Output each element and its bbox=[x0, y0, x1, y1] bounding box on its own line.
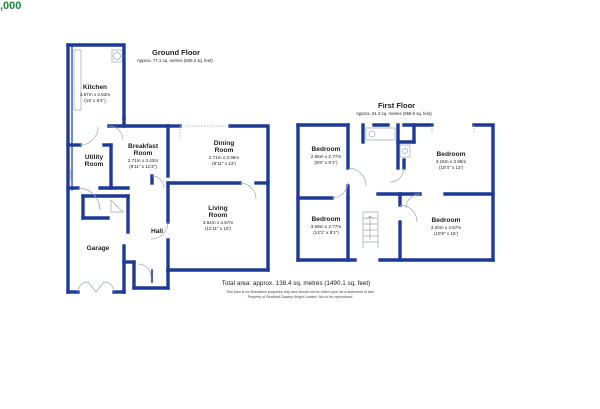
kitchen-label: Kitchen bbox=[83, 84, 107, 91]
bedroom-4-dims-metric: 3.20m x 4.57m bbox=[431, 225, 462, 230]
dining-label: Dining bbox=[214, 140, 235, 147]
bedroom-4-dims-imperial: (10'6" x 15') bbox=[434, 231, 459, 236]
disclaimer-line-1: This plan is for illustration purposes o… bbox=[226, 290, 374, 294]
ground-floor-title: Ground Floor bbox=[152, 48, 200, 57]
ground-floor-walls bbox=[66, 43, 270, 294]
bedroom-1-dims-imperial: (8'8" x 9'1") bbox=[314, 160, 338, 165]
breakfast-label: Breakfast bbox=[128, 143, 159, 150]
living-dims-metric: 3.64m x 4.57m bbox=[203, 220, 234, 225]
bedroom-2-label: Bedroom bbox=[437, 151, 466, 158]
utility-label: Utility bbox=[85, 154, 104, 161]
living-dims-imperial: (11'11" x 15') bbox=[205, 226, 231, 231]
dining-dims-metric: 2.71m x 3.96m bbox=[209, 155, 240, 160]
ground-floor-fixtures bbox=[69, 49, 257, 293]
breakfast-dims-metric: 2.71m x 3.43m bbox=[128, 158, 159, 163]
disclaimer-line-2: Property of Stratford-Dawley Knight Limi… bbox=[248, 295, 353, 299]
kitchen-dims-metric: 4.87m x 2.53m bbox=[80, 92, 111, 97]
utility-sub-label: Room bbox=[85, 161, 104, 168]
first-floor-fixtures bbox=[331, 125, 475, 248]
first-floor-title: First Floor bbox=[378, 101, 415, 110]
breakfast-sub-label: Room bbox=[134, 150, 153, 157]
bedroom-1-dims-metric: 2.65m x 2.77m bbox=[311, 154, 342, 159]
hall-label: Hall bbox=[151, 228, 163, 235]
total-area: Total area: approx. 138.4 sq. metres (14… bbox=[222, 280, 370, 287]
bedroom-3-dims-metric: 3.69m x 2.77m bbox=[311, 224, 342, 229]
garage-label: Garage bbox=[87, 245, 110, 252]
living-label: Living bbox=[208, 205, 227, 212]
breakfast-dims-imperial: (8'11" x 11'3") bbox=[129, 164, 157, 169]
dining-sub-label: Room bbox=[215, 147, 234, 154]
bedroom-2-dims-metric: 3.15m x 3.96m bbox=[436, 159, 467, 164]
bedroom-4-label: Bedroom bbox=[432, 217, 461, 224]
kitchen-dims-imperial: (16' x 8'4") bbox=[84, 98, 106, 103]
living-sub-label: Room bbox=[209, 212, 228, 219]
bedroom-3-dims-imperial: (12'1" x 9'1") bbox=[313, 230, 339, 235]
first-floor-walls bbox=[296, 123, 495, 262]
bedroom-1-label: Bedroom bbox=[312, 146, 341, 153]
dining-dims-imperial: (8'11" x 13') bbox=[212, 161, 236, 166]
ground-floor-area: Approx. 77.1 sq. metres (830.2 sq. feet) bbox=[137, 58, 213, 63]
first-floor-area: Approx. 61.3 sq. metres (659.9 sq. feet) bbox=[356, 111, 432, 116]
bedroom-2-dims-imperial: (10'4" x 13') bbox=[439, 165, 464, 170]
bedroom-3-label: Bedroom bbox=[312, 216, 341, 223]
price-fragment: ,000 bbox=[0, 0, 22, 12]
